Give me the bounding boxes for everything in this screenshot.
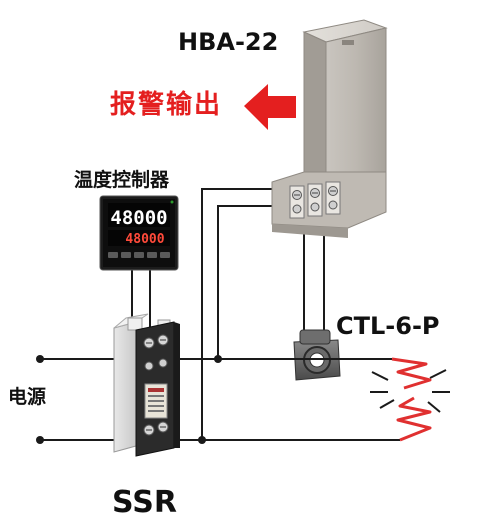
alarm-output-label: 报警输出 [110, 90, 223, 120]
ssr-relay [113, 313, 180, 457]
alarm-arrow-icon [244, 84, 296, 130]
hba-relay [271, 19, 388, 238]
power-supply-label: 电源 [8, 386, 47, 408]
junction-dot-top [214, 355, 222, 363]
current-transformer-label: CTL-6-P [336, 312, 440, 340]
terminal-dot-top-left [36, 355, 44, 363]
temperature-controller [99, 195, 179, 271]
hba-model-label: HBA-22 [178, 28, 279, 56]
ssr-label: SSR [112, 485, 177, 520]
hba-supply-wire-outer [201, 188, 293, 440]
temperature-controller-label: 温度控制器 [74, 169, 170, 191]
terminal-dot-bottom-left [36, 436, 44, 444]
controller-pv-display: 48000 [110, 207, 167, 229]
junctions [36, 355, 222, 444]
junction-dot-bottom [198, 436, 206, 444]
current-transformer [288, 329, 346, 381]
broken-heater-icon [370, 357, 450, 442]
controller-sv-display: 48000 [125, 232, 164, 247]
hba-supply-wire-inner [217, 205, 298, 359]
hba-terminals [289, 181, 341, 219]
